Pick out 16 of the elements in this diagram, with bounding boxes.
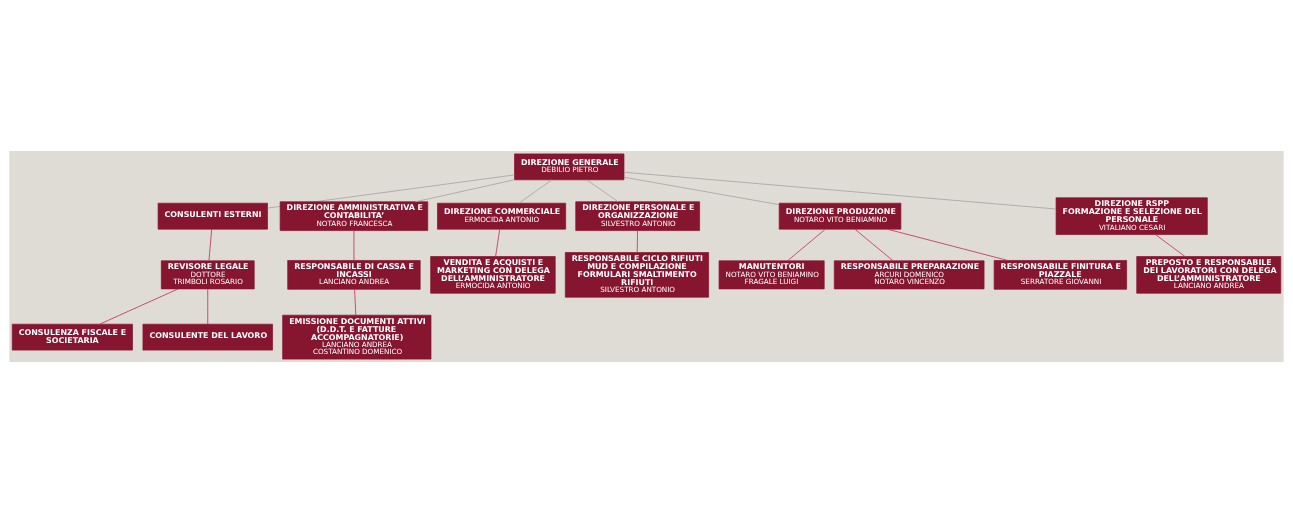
connector [415, 178, 515, 202]
connector [207, 288, 209, 324]
connector [99, 288, 179, 325]
connector [353, 229, 355, 261]
connector [1155, 233, 1186, 257]
connector [208, 228, 213, 261]
connector [586, 178, 619, 202]
connector [354, 288, 357, 315]
connector [623, 171, 1057, 209]
connector [518, 178, 553, 204]
connector [636, 229, 638, 253]
connector [886, 228, 1009, 261]
connector [787, 228, 826, 261]
connector [854, 228, 894, 261]
connector [623, 176, 780, 205]
connector [495, 228, 501, 257]
